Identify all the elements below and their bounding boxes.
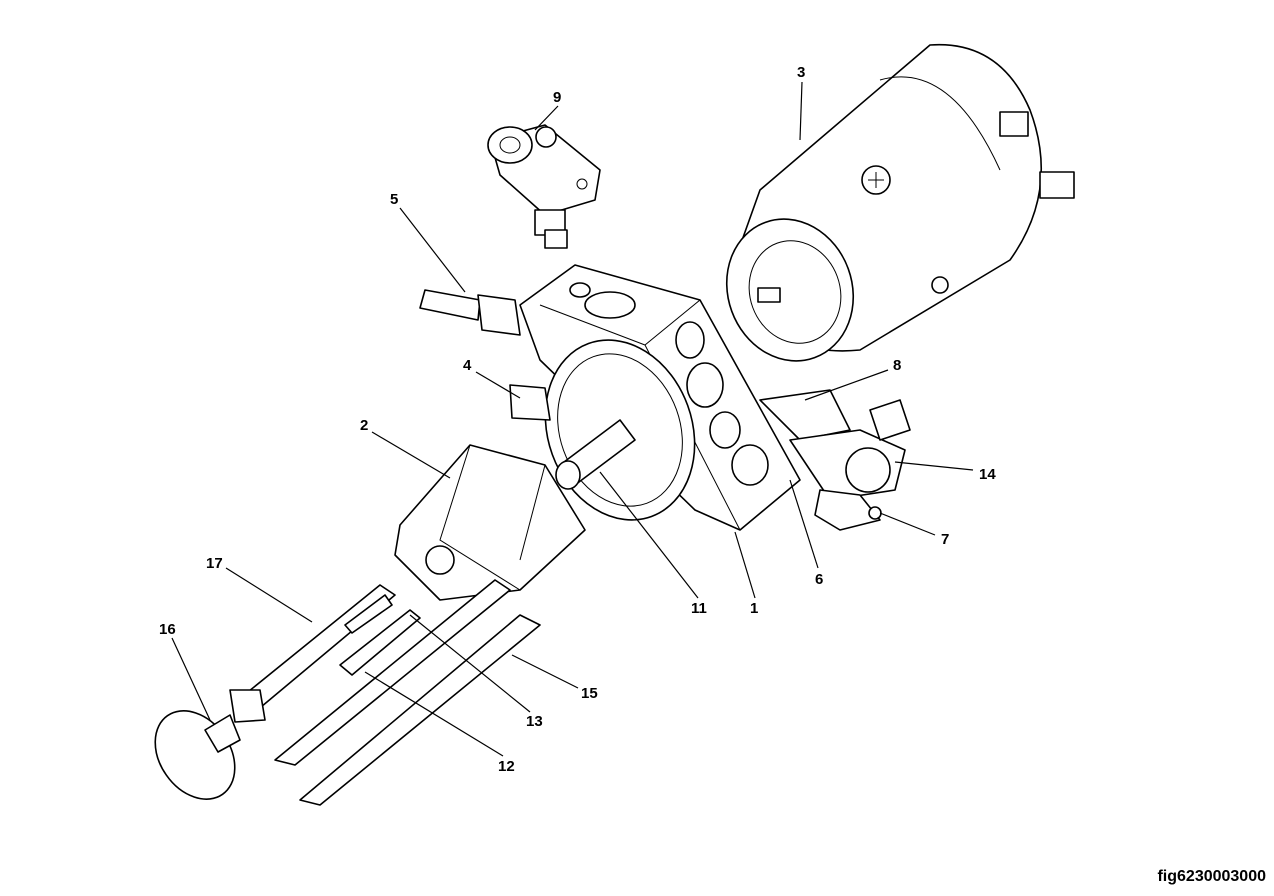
part-manifold-block xyxy=(519,264,801,531)
callout-7: 7 xyxy=(941,531,949,548)
part-fittings-left xyxy=(419,289,551,421)
callout-3: 3 xyxy=(797,64,805,81)
callout-11: 11 xyxy=(691,600,707,617)
callout-6: 6 xyxy=(815,571,823,588)
callout-13: 13 xyxy=(526,713,543,730)
callout-9: 9 xyxy=(553,89,561,106)
callout-1: 1 xyxy=(750,600,758,617)
part-solenoid-valve xyxy=(487,124,601,249)
figure-id: fig6230003000 xyxy=(1157,868,1266,885)
callout-4: 4 xyxy=(463,357,472,374)
part-bolts-tubes xyxy=(229,579,541,806)
callout-17: 17 xyxy=(206,555,223,572)
part-foot-pad xyxy=(154,710,241,800)
leader-lines xyxy=(171,81,974,757)
callout-5: 5 xyxy=(390,191,398,208)
callout-8: 8 xyxy=(893,357,901,374)
callout-2: 2 xyxy=(360,417,368,434)
callout-14: 14 xyxy=(979,466,996,483)
part-motor xyxy=(725,43,1075,362)
part-valves-right xyxy=(759,389,911,531)
callout-12: 12 xyxy=(498,758,515,775)
part-gear-pump xyxy=(394,444,586,601)
callout-16: 16 xyxy=(159,621,176,638)
callout-15: 15 xyxy=(581,685,598,702)
